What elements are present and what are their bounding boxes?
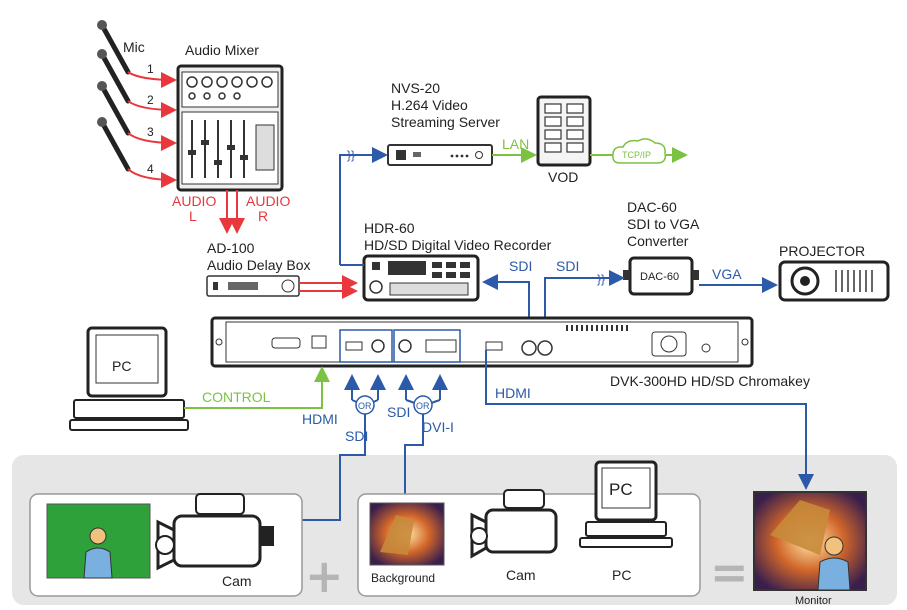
equals-sign: =: [710, 545, 749, 599]
or-label-2: OR: [416, 401, 430, 411]
nvs-streaming-server-icon: [387, 144, 493, 166]
or-label-1: OR: [358, 401, 372, 411]
cam-label-1: Cam: [222, 573, 252, 589]
sdi-in-label-2: SDI: [387, 404, 410, 420]
vod-server-icon: [536, 95, 592, 167]
dac-line3: Converter: [627, 233, 689, 249]
audio-delay-box-icon: [206, 275, 300, 297]
dac-device-text: DAC-60: [640, 271, 679, 283]
dac-converter-icon: [623, 256, 699, 296]
pc-screen-label: PC: [609, 480, 633, 499]
projector-icon: [778, 260, 890, 302]
camera-icon: [155, 493, 274, 571]
control-pc-icon: [69, 326, 189, 431]
lan-label: LAN: [502, 136, 529, 152]
hdmi-out-label: HDMI: [495, 385, 531, 401]
sdi-out-label-2: SDI: [556, 258, 579, 274]
pc-icon: [579, 460, 673, 548]
audio-mixer-label: Audio Mixer: [185, 42, 259, 58]
chromakey-label: DVK-300HD HD/SD Chromakey: [610, 373, 810, 389]
monitor-label: Monitor: [795, 595, 832, 607]
chromakey-unit-icon: [210, 316, 754, 368]
audio-right-label: AUDIO: [246, 193, 290, 209]
mic-channel-2: 2: [147, 93, 154, 107]
delay-box-model: AD-100: [207, 240, 255, 256]
mic-label: Mic: [123, 39, 145, 55]
audio-right-r: R: [258, 208, 268, 224]
audio-left-label: AUDIO: [172, 193, 216, 209]
hdr-recorder-icon: [362, 254, 480, 302]
dvi-label: DVI-I: [422, 419, 454, 435]
cloud-label: TCP/IP: [622, 150, 651, 160]
mic-channel-4: 4: [147, 162, 154, 176]
control-label: CONTROL: [202, 389, 271, 405]
background-image: [369, 502, 445, 566]
audio-mixer-icon: [176, 64, 284, 192]
microphone-icons: [100, 24, 131, 172]
mic-channel-3: 3: [147, 125, 154, 139]
nvs-line2: H.264 Video: [391, 97, 468, 113]
hdr-name: HD/SD Digital Video Recorder: [364, 237, 552, 253]
pc-label: PC: [612, 567, 631, 583]
cloud-icon: [612, 138, 667, 164]
hdmi-in-label: HDMI: [302, 411, 338, 427]
nvs-line3: Streaming Server: [391, 114, 500, 130]
delay-box-name: Audio Delay Box: [207, 257, 311, 273]
or-badge: [355, 395, 433, 415]
plus-sign: +: [305, 549, 344, 603]
nvs-model: NVS-20: [391, 80, 440, 96]
cable-break-icon-2: }}: [597, 272, 605, 286]
projector-label: PROJECTOR: [779, 243, 865, 259]
cam-label-2: Cam: [506, 567, 536, 583]
vga-label: VGA: [712, 266, 742, 282]
sdi-in-label: SDI: [345, 428, 368, 444]
monitor-composite-image: [753, 491, 867, 591]
mic-channel-1: 1: [147, 62, 154, 76]
control-pc-screen-label: PC: [112, 358, 131, 374]
dac-model: DAC-60: [627, 199, 677, 215]
audio-left-l: L: [189, 208, 197, 224]
dac-line2: SDI to VGA: [627, 216, 700, 232]
vod-label: VOD: [548, 169, 578, 185]
hdr-model: HDR-60: [364, 220, 415, 236]
green-screen-presenter: [46, 503, 151, 579]
background-label: Background: [371, 571, 435, 585]
camera-icon-2: [470, 489, 558, 559]
sdi-out-label: SDI: [509, 258, 532, 274]
cable-break-icon: }}: [347, 148, 355, 162]
